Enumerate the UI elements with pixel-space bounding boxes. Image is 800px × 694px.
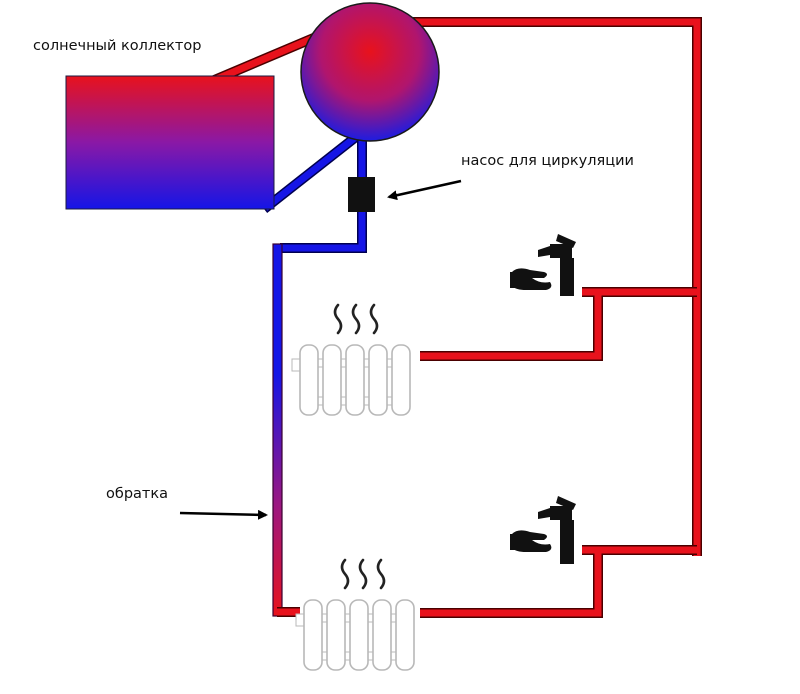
collector-label: солнечный коллектор [33,38,201,54]
radiator-fin [372,599,392,671]
upper-branch-pipe [420,287,697,361]
radiator-fin [303,599,323,671]
heat-waves-upper-icon [333,303,379,335]
radiator-fin [368,344,388,416]
pump-arrow-icon [387,179,462,201]
lower-radiator [295,599,415,671]
radiator-fin [391,344,411,416]
solar-collector [65,75,275,210]
radiator-fin [345,344,365,416]
upper-tap-icon [510,234,576,296]
radiator-fin [299,344,319,416]
heat-waves-lower-icon [340,558,386,590]
radiator-fin [395,599,415,671]
radiator-fin [322,344,342,416]
return-label: обратка [106,486,168,502]
radiator-fin [326,599,346,671]
return-arrow-icon [179,509,268,520]
pipe-network [198,17,702,618]
circulation-pump [348,177,375,212]
lower-tap-icon [510,496,576,564]
upper-radiator [291,344,411,416]
lower-branch-pipe [420,545,697,618]
return-pipe [272,243,283,617]
storage-tank [300,2,440,142]
pump-label: насос для циркуляции [461,153,634,169]
radiator-fin [349,599,369,671]
